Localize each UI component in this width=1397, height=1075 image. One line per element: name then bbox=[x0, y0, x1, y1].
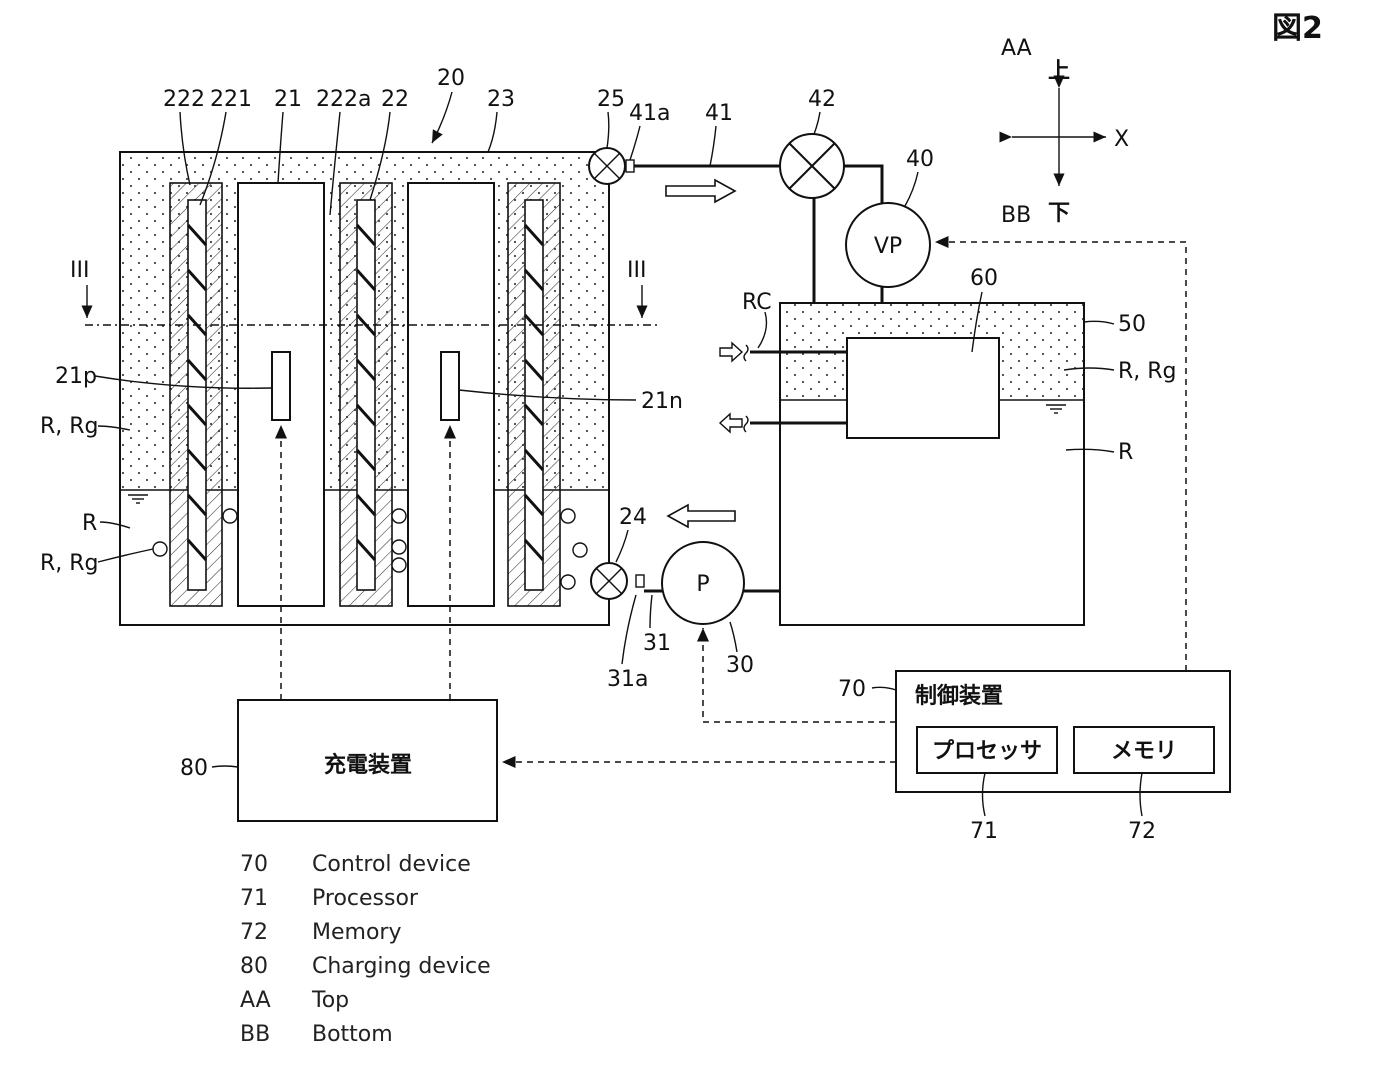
flow-arrow-right bbox=[666, 180, 735, 202]
coolant-in-arrow bbox=[720, 343, 742, 361]
orientation-bottom-tag: BB bbox=[1001, 203, 1031, 228]
terminal-21p bbox=[272, 352, 290, 420]
ref-41a: 41a bbox=[629, 101, 670, 126]
ref-31a: 31a bbox=[607, 667, 648, 692]
flow-arrow-left bbox=[668, 505, 735, 527]
ref-25: 25 bbox=[597, 87, 625, 112]
ref-40: 40 bbox=[906, 147, 934, 172]
ref-21: 21 bbox=[274, 87, 302, 112]
label-right-liquid: R bbox=[1118, 440, 1133, 465]
ref-71: 71 bbox=[970, 819, 998, 844]
legend-code: AA bbox=[240, 988, 271, 1013]
legend-text: Top bbox=[311, 988, 349, 1013]
ref-42: 42 bbox=[808, 87, 836, 112]
ref-222: 222 bbox=[163, 87, 205, 112]
pump: P bbox=[662, 542, 744, 624]
ref-60: 60 bbox=[970, 266, 998, 291]
vacuum-pump: VP bbox=[846, 203, 930, 287]
ref-30: 30 bbox=[726, 653, 754, 678]
legend-code: 72 bbox=[240, 920, 268, 945]
ref-70: 70 bbox=[838, 677, 866, 702]
label-right-gas: R, Rg bbox=[1118, 359, 1177, 384]
valve-24 bbox=[591, 563, 644, 599]
ref-31: 31 bbox=[643, 631, 671, 656]
processor-label: プロセッサ bbox=[932, 739, 1042, 764]
ref-41: 41 bbox=[705, 101, 733, 126]
ref-72: 72 bbox=[1128, 819, 1156, 844]
legend-code: 71 bbox=[240, 886, 268, 911]
pump-label: P bbox=[696, 572, 709, 597]
charging-device-label: 充電装置 bbox=[324, 752, 412, 778]
valve-42 bbox=[780, 134, 844, 198]
orientation-indicator: AA 上 X BB 下 bbox=[1001, 36, 1129, 228]
figure-title: 図2 bbox=[1272, 11, 1323, 46]
label-left-bubble: R, Rg bbox=[40, 551, 99, 576]
electrode-assembly-2 bbox=[340, 183, 392, 606]
ref-rc: RC bbox=[742, 290, 772, 315]
legend-text: Bottom bbox=[312, 1022, 393, 1047]
ref-221: 221 bbox=[210, 87, 252, 112]
ref-22: 22 bbox=[381, 87, 409, 112]
ref-80: 80 bbox=[180, 756, 208, 781]
orientation-bottom-jp: 下 bbox=[1048, 201, 1070, 226]
orientation-top-tag: AA bbox=[1001, 36, 1032, 61]
coolant-out-arrow bbox=[720, 414, 742, 432]
ref-222a: 222a bbox=[316, 87, 371, 112]
heat-exchanger-60 bbox=[847, 338, 999, 438]
legend-text: Charging device bbox=[312, 954, 491, 979]
section-label-left: III bbox=[70, 258, 89, 283]
ref-23: 23 bbox=[487, 87, 515, 112]
section-label-right: III bbox=[627, 258, 646, 283]
ref-21n: 21n bbox=[641, 389, 683, 414]
memory-label: メモリ bbox=[1111, 739, 1177, 764]
orientation-x: X bbox=[1114, 127, 1129, 152]
label-left-liquid: R bbox=[82, 511, 97, 536]
label-left-gas: R, Rg bbox=[40, 414, 99, 439]
ref-50: 50 bbox=[1118, 312, 1146, 337]
legend-text: Processor bbox=[312, 886, 419, 911]
legend-code: BB bbox=[240, 1022, 270, 1047]
electrode-assembly-3 bbox=[508, 183, 560, 606]
electrode-assembly-1 bbox=[170, 183, 222, 606]
ref-24: 24 bbox=[619, 505, 647, 530]
terminal-21n bbox=[441, 352, 459, 420]
ref-20: 20 bbox=[437, 66, 465, 91]
legend-text: Control device bbox=[312, 852, 471, 877]
legend-code: 80 bbox=[240, 954, 268, 979]
ref-21p: 21p bbox=[55, 364, 97, 389]
legend-text: Memory bbox=[312, 920, 401, 945]
vacuum-pump-label: VP bbox=[874, 234, 902, 259]
orientation-top-jp: 上 bbox=[1048, 59, 1070, 84]
legend-code: 70 bbox=[240, 852, 268, 877]
valve-25 bbox=[589, 148, 634, 184]
control-device-label: 制御装置 bbox=[915, 683, 1003, 709]
legend: 70 Control device 71 Processor 72 Memory… bbox=[240, 852, 491, 1047]
